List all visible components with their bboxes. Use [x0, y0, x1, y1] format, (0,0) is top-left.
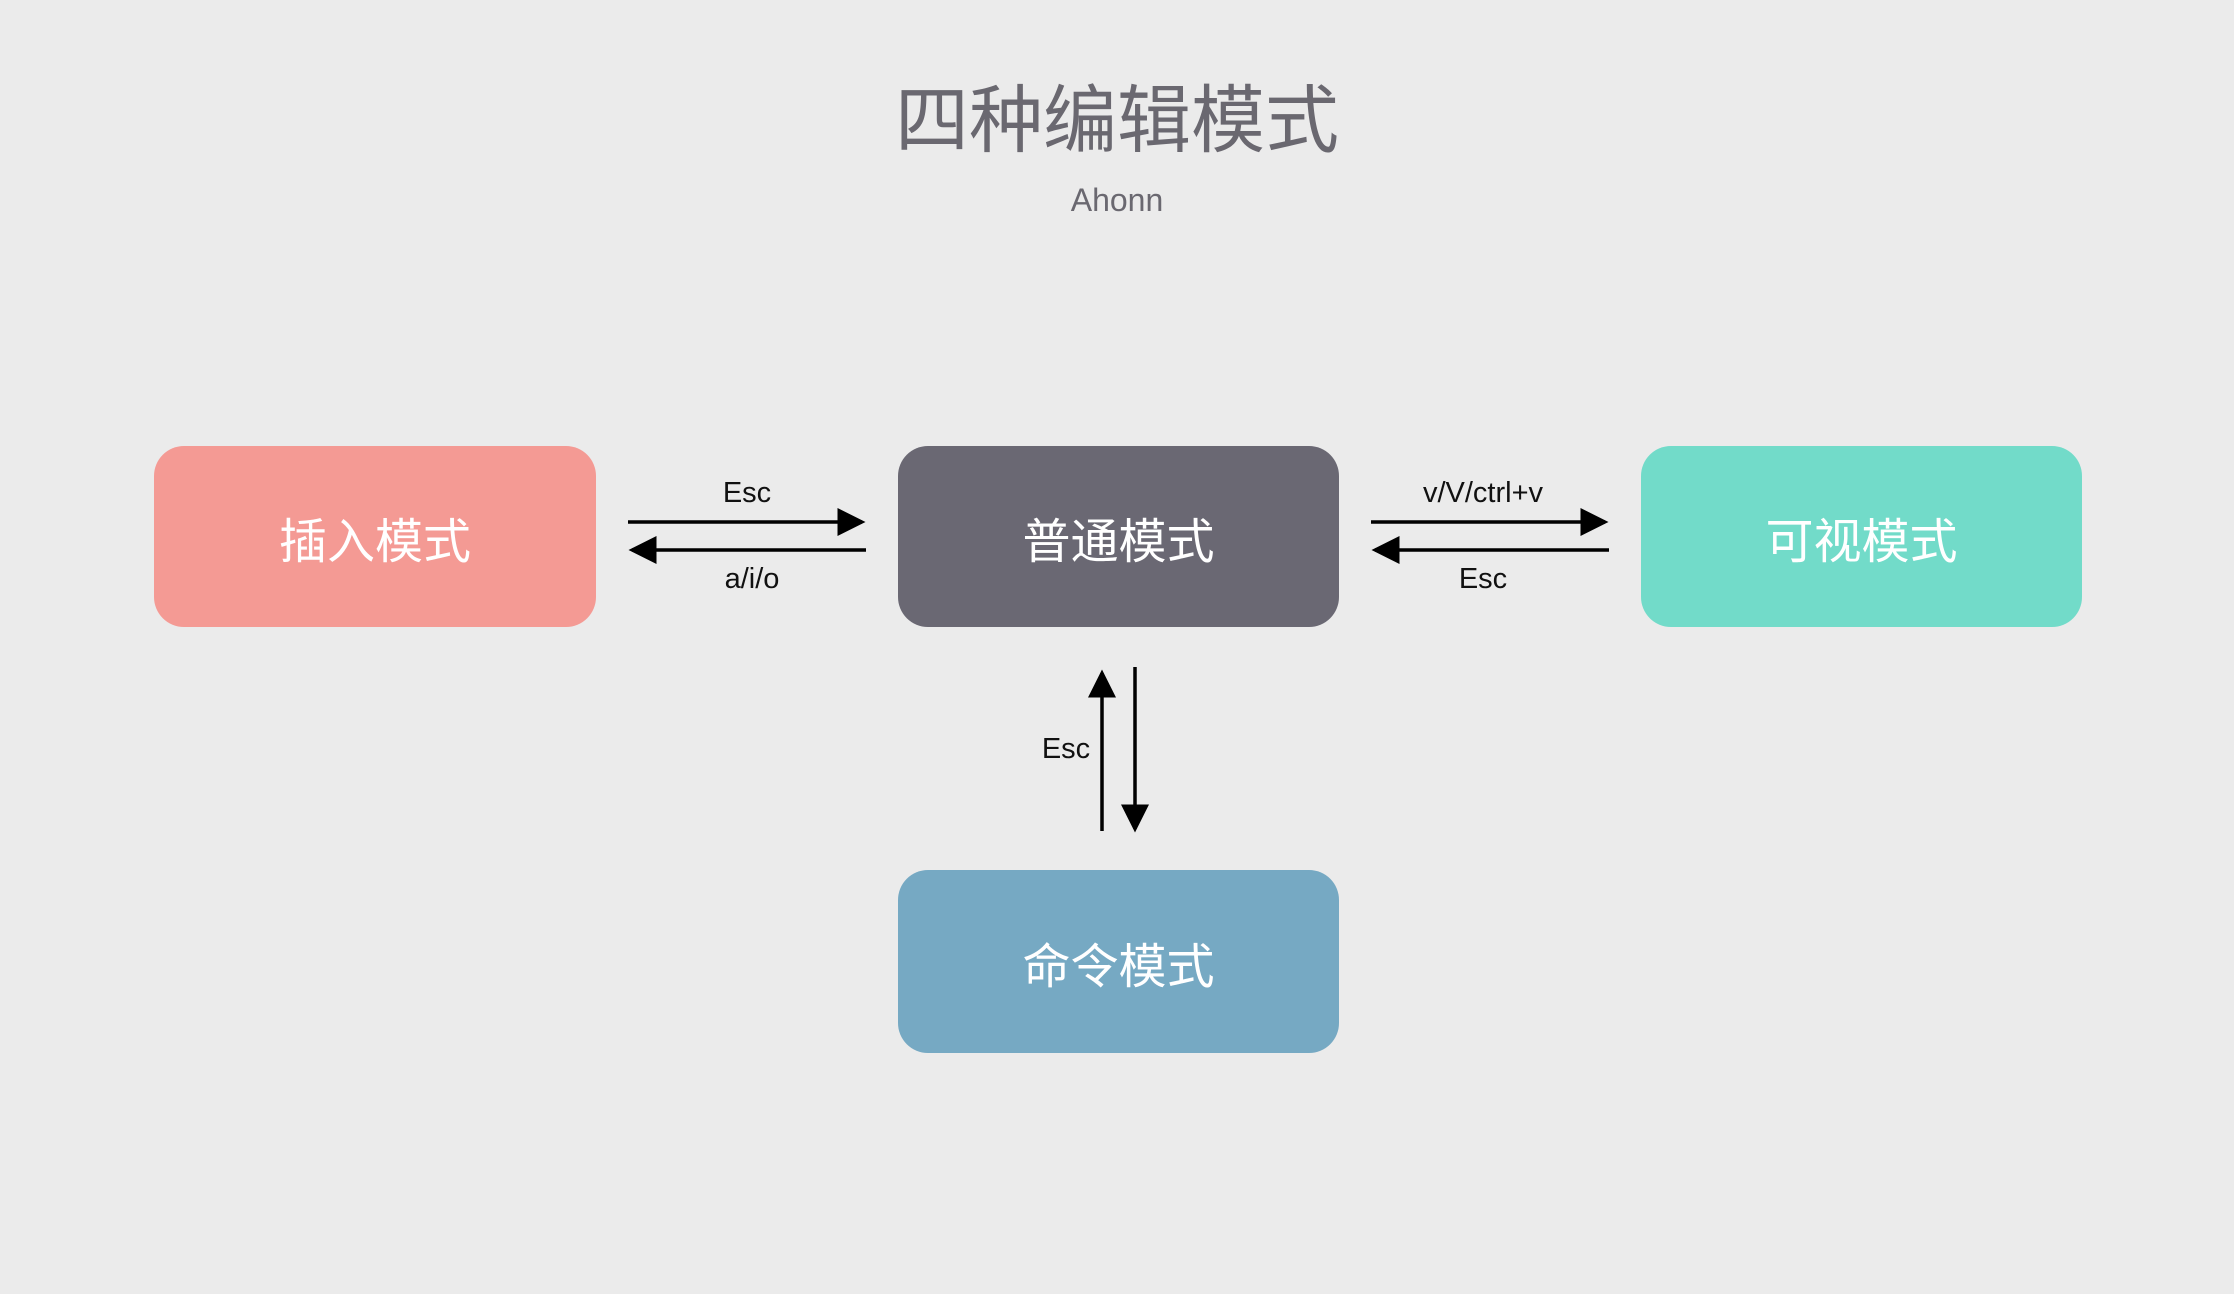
edge-label-command-to-normal: Esc [1041, 733, 1091, 765]
node-command-mode: 命令模式 [898, 870, 1339, 1053]
node-insert-label: 插入模式 [278, 513, 471, 570]
edge-label-visual-to-normal: Esc [1458, 563, 1508, 595]
edge-label-normal-to-visual: v/V/ctrl+v [1422, 477, 1544, 509]
node-insert-mode: 插入模式 [154, 446, 596, 627]
node-normal-label: 普通模式 [1022, 513, 1215, 570]
edge-label-insert-to-normal: Esc [722, 477, 772, 509]
node-visual-label: 可视模式 [1765, 513, 1958, 570]
diagram-title: 四种编辑模式 [895, 78, 1339, 164]
edge-label-normal-to-insert: a/i/o [724, 563, 780, 595]
node-command-label: 命令模式 [1022, 938, 1215, 995]
diagram-subtitle: Ahonn [1070, 182, 1164, 218]
node-visual-mode: 可视模式 [1641, 446, 2082, 627]
node-normal-mode: 普通模式 [898, 446, 1339, 627]
